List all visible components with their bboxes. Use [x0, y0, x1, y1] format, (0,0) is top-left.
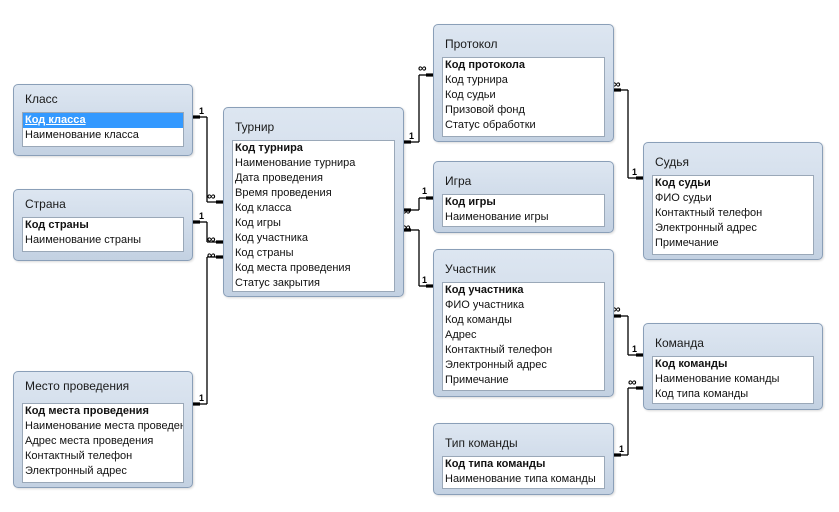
- table-uchastnik[interactable]: Участник Код участника ФИО участника Код…: [433, 249, 614, 397]
- table-mesto-provedeniya[interactable]: Место проведения Код места проведения На…: [13, 371, 193, 488]
- field-fio-sudi[interactable]: ФИО судьи: [655, 192, 712, 204]
- table-title: Игра: [445, 174, 472, 188]
- field-status-zakrytiya[interactable]: Статус закрытия: [235, 277, 320, 289]
- cardinality-one-komanda: 1: [632, 344, 638, 354]
- cardinality-one-igra: 1: [422, 186, 428, 196]
- field-adres[interactable]: Адрес: [445, 329, 477, 341]
- field-list: Код игры Наименование игры: [442, 194, 605, 227]
- field-naim-strany[interactable]: Наименование страны: [25, 234, 142, 246]
- cardinality-one-turnir-protokol: 1: [409, 131, 415, 141]
- field-vremya[interactable]: Время проведения: [235, 187, 332, 199]
- cardinality-many-igra: ∞: [402, 204, 410, 218]
- field-kod-komandy[interactable]: Код команды: [655, 358, 728, 370]
- field-kod-uchastnika[interactable]: Код участника: [445, 284, 524, 296]
- field-email[interactable]: Электронный адрес: [445, 359, 547, 371]
- field-adres-mesta[interactable]: Адрес места проведения: [25, 435, 154, 447]
- field-kod-uchastnika[interactable]: Код участника: [235, 232, 309, 244]
- table-protokol[interactable]: Протокол Код протокола Код турнира Код с…: [433, 24, 614, 142]
- table-turnir[interactable]: Турнир Код турнира Наименование турнира …: [223, 107, 404, 297]
- field-kod-tipa-komandy[interactable]: Код типа команды: [655, 388, 749, 400]
- table-title: Место проведения: [25, 379, 130, 393]
- field-list: Код турнира Наименование турнира Дата пр…: [232, 140, 395, 292]
- cardinality-many-klass: ∞: [207, 189, 215, 203]
- table-tip-komandy[interactable]: Тип команды Код типа команды Наименовани…: [433, 423, 614, 495]
- field-naim-komandy[interactable]: Наименование команды: [655, 373, 780, 385]
- field-email[interactable]: Электронный адрес: [25, 465, 127, 477]
- field-list: Код судьи ФИО судьи Контактный телефон Э…: [652, 175, 814, 255]
- field-primechanie[interactable]: Примечание: [445, 374, 509, 386]
- cardinality-one-strana: 1: [199, 211, 205, 221]
- table-strana[interactable]: Страна Код страны Наименование страны: [13, 189, 193, 261]
- cardinality-one-sudya: 1: [632, 167, 638, 177]
- cardinality-many-sudya: ∞: [612, 77, 620, 91]
- field-kod-mesta[interactable]: Код места проведения: [235, 262, 351, 274]
- field-prizovoy-fond[interactable]: Призовой фонд: [445, 104, 525, 116]
- field-kod-turnira[interactable]: Код турнира: [445, 74, 508, 86]
- cardinality-many-mesto: ∞: [207, 248, 215, 262]
- table-sudya[interactable]: Судья Код судьи ФИО судьи Контактный тел…: [643, 142, 823, 260]
- table-title: Команда: [655, 336, 704, 350]
- field-kod-strany[interactable]: Код страны: [25, 219, 89, 231]
- field-kod-komandy[interactable]: Код команды: [445, 314, 512, 326]
- table-title: Страна: [25, 197, 66, 211]
- field-list: Код протокола Код турнира Код судьи Приз…: [442, 57, 605, 137]
- field-naim-mesta[interactable]: Наименование места проведения: [25, 420, 183, 432]
- field-status-obrabotki[interactable]: Статус обработки: [445, 119, 536, 131]
- field-email[interactable]: Электронный адрес: [655, 222, 757, 234]
- cardinality-one-tip: 1: [619, 444, 625, 454]
- field-primechanie[interactable]: Примечание: [655, 237, 719, 249]
- table-title: Участник: [445, 262, 496, 276]
- field-list: Код типа команды Наименование типа коман…: [442, 456, 605, 489]
- field-kod-igry[interactable]: Код игры: [445, 196, 496, 208]
- table-title: Класс: [25, 92, 58, 106]
- cardinality-many-uchastnik: ∞: [402, 220, 410, 234]
- field-kod-sudi[interactable]: Код судьи: [655, 177, 711, 189]
- field-kod-mesta[interactable]: Код места проведения: [25, 405, 149, 417]
- table-title: Судья: [655, 155, 690, 169]
- field-naim-igry[interactable]: Наименование игры: [445, 211, 549, 223]
- cardinality-one-uchastnik: 1: [422, 275, 428, 285]
- field-kontakt-telefon[interactable]: Контактный телефон: [25, 450, 133, 462]
- cardinality-one-mesto: 1: [199, 393, 205, 403]
- field-kontakt-telefon[interactable]: Контактный телефон: [655, 207, 763, 219]
- field-kod-tipa-komandy[interactable]: Код типа команды: [445, 458, 546, 470]
- field-kod-strany[interactable]: Код страны: [235, 247, 294, 259]
- field-kod-klassa[interactable]: Код класса: [23, 113, 183, 128]
- table-klass[interactable]: Класс Код класса Наименование класса: [13, 84, 193, 156]
- cardinality-many-strana: ∞: [207, 232, 215, 246]
- field-naim-klassa[interactable]: Наименование класса: [25, 129, 139, 141]
- table-title: Тип команды: [445, 436, 518, 450]
- cardinality-many-protokol: ∞: [418, 61, 426, 75]
- table-komanda[interactable]: Команда Код команды Наименование команды…: [643, 323, 823, 410]
- field-data[interactable]: Дата проведения: [235, 172, 323, 184]
- field-kontakt-telefon[interactable]: Контактный телефон: [445, 344, 553, 356]
- cardinality-one-klass: 1: [199, 106, 205, 116]
- table-title: Турнир: [235, 120, 275, 134]
- field-kod-sudi[interactable]: Код судьи: [445, 89, 496, 101]
- table-title: Протокол: [445, 37, 498, 51]
- field-list: Код участника ФИО участника Код команды …: [442, 282, 605, 391]
- field-naim-turnira[interactable]: Наименование турнира: [235, 157, 356, 169]
- table-igra[interactable]: Игра Код игры Наименование игры: [433, 161, 614, 233]
- field-fio-uchastnika[interactable]: ФИО участника: [445, 299, 525, 311]
- field-kod-igry[interactable]: Код игры: [235, 217, 281, 229]
- field-list: Код места проведения Наименование места …: [22, 403, 184, 483]
- field-kod-protokola[interactable]: Код протокола: [445, 59, 526, 71]
- cardinality-many-tip: ∞: [628, 375, 636, 389]
- field-list: Код команды Наименование команды Код тип…: [652, 356, 814, 404]
- cardinality-many-komanda: ∞: [612, 302, 620, 316]
- field-kod-klassa[interactable]: Код класса: [235, 202, 292, 214]
- field-list: Код страны Наименование страны: [22, 217, 184, 252]
- field-kod-turnira[interactable]: Код турнира: [235, 142, 303, 154]
- field-list: Код класса Наименование класса: [22, 112, 184, 147]
- field-naim-tipa-komandy[interactable]: Наименование типа команды: [445, 473, 596, 485]
